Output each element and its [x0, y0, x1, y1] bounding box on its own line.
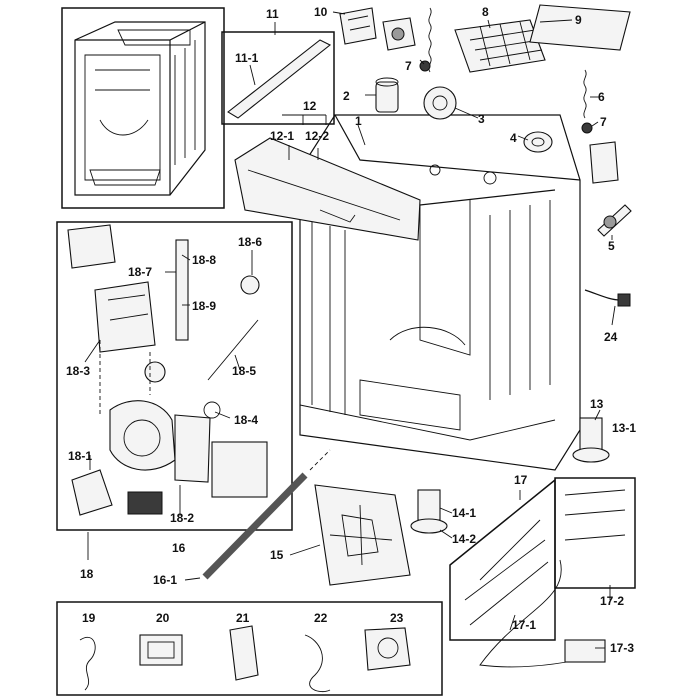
clamp-22: [304, 634, 331, 693]
clamp-19: [79, 637, 96, 691]
ring-4: [523, 131, 553, 153]
callout-17: 17: [514, 473, 528, 487]
callout-18-8: 18-8: [192, 253, 216, 267]
callout-18-7: 18-7: [128, 265, 152, 279]
callout-4: 4: [510, 131, 517, 145]
callout-18-2: 18-2: [170, 511, 194, 525]
callout-1: 1: [355, 114, 362, 128]
drain-hose-16: [202, 449, 331, 580]
callout-11: 11: [266, 7, 279, 21]
filter-module-8: [454, 19, 546, 73]
callout-6: 6: [598, 90, 605, 104]
callout-7a: 7: [405, 59, 412, 73]
pump-parts: [67, 224, 268, 516]
spring-left: [428, 7, 432, 73]
shock-5: [597, 204, 632, 237]
spring-right-6: [583, 69, 587, 119]
drain-pump-box: [56, 221, 293, 531]
callout-21: 21: [236, 611, 250, 625]
callout-18-5: 18-5: [232, 364, 256, 378]
callout-22: 22: [314, 611, 328, 625]
wire-harness-box: [449, 477, 636, 668]
callout-17-3: 17-3: [610, 641, 634, 655]
leader-lines: [84, 11, 616, 649]
callout-10: 10: [314, 5, 328, 19]
callout-18-3: 18-3: [66, 364, 90, 378]
callout-11-1: 11-1: [235, 51, 259, 65]
callout-18-9: 18-9: [192, 299, 216, 313]
top-hinge-bracket-11-1: [221, 31, 335, 125]
callout-20: 20: [156, 611, 170, 625]
callout-12: 12: [303, 99, 317, 113]
door-frame-15: [314, 484, 411, 586]
callout-17-1: 17-1: [512, 618, 536, 632]
callout-16: 16: [172, 541, 186, 555]
callout-12-1: 12-1: [270, 129, 294, 143]
switch-7: [589, 141, 619, 184]
callout-9: 9: [575, 13, 582, 27]
valve-assembly: [382, 17, 416, 51]
callout-18-4: 18-4: [234, 413, 258, 427]
callout-16-1: 16-1: [153, 573, 177, 587]
callout-12-2: 12-2: [305, 129, 329, 143]
callout-5: 5: [608, 239, 615, 253]
callout-18-1: 18-1: [68, 449, 92, 463]
clamp-23: [364, 627, 411, 671]
callout-2: 2: [343, 89, 350, 103]
callout-7b: 7: [600, 115, 607, 129]
callout-14-1: 14-1: [452, 506, 476, 520]
callout-18: 18: [80, 567, 94, 581]
callout-8: 8: [482, 5, 489, 19]
callout-24: 24: [604, 330, 618, 344]
callout-18-6: 18-6: [238, 235, 262, 249]
top-panel-9: [529, 4, 631, 51]
callout-3: 3: [478, 112, 485, 126]
callout-13: 13: [590, 397, 604, 411]
dispenser-housing-10: [339, 7, 377, 45]
bushing-7b: [581, 122, 593, 134]
callout-15: 15: [270, 548, 284, 562]
callout-19: 19: [82, 611, 96, 625]
callout-14-2: 14-2: [452, 532, 476, 546]
capacitor-2: [375, 77, 399, 113]
clamps-box: [56, 601, 443, 696]
assembled-cabinet-inset: [61, 7, 225, 209]
callout-17-2: 17-2: [600, 594, 624, 608]
leg-13: [572, 417, 610, 463]
bellows-3: [423, 86, 457, 120]
clamp-20: [139, 634, 183, 666]
control-panel-12: [234, 137, 421, 241]
callout-labels: 1 2 3 4 5 6 7 7 8 9 10 11 11-1 12 12-1 1…: [66, 5, 636, 655]
leg-14: [410, 489, 448, 534]
callout-13-1: 13-1: [612, 421, 636, 435]
clamp-21: [229, 625, 259, 681]
power-cord-24: [584, 289, 631, 307]
bushing-7a: [419, 60, 431, 72]
callout-23: 23: [390, 611, 404, 625]
